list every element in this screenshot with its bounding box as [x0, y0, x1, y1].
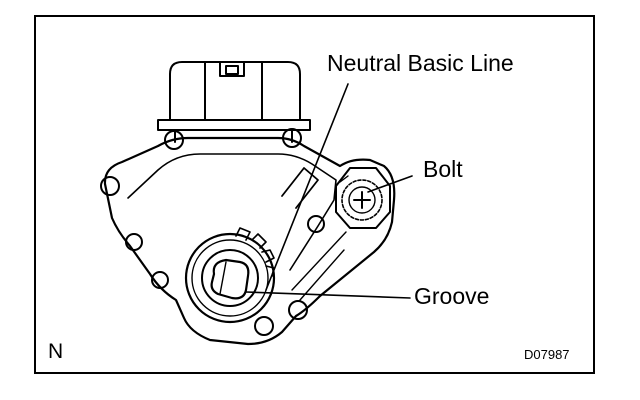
bolt-icon: [335, 167, 391, 229]
lever-shaft: [184, 227, 276, 324]
bolt-leader: [367, 175, 413, 193]
mounting-holes: [100, 128, 325, 336]
switch-body-outline: [103, 136, 396, 346]
neutral-basic-line-label: Neutral Basic Line: [327, 50, 514, 76]
neutral-basic-line-leader: [265, 83, 349, 291]
connector-housing: [157, 61, 311, 143]
switch-body-inner-edge: [127, 153, 337, 271]
figure-code: D07987: [524, 347, 570, 362]
groove-slot: [210, 258, 250, 300]
neutral-basic-line-mark: [281, 167, 319, 209]
bolt-label: Bolt: [423, 156, 463, 182]
groove-leader: [245, 291, 411, 299]
groove-label: Groove: [414, 283, 490, 309]
diagram-frame: [34, 15, 595, 374]
corner-mark: N: [48, 340, 64, 363]
